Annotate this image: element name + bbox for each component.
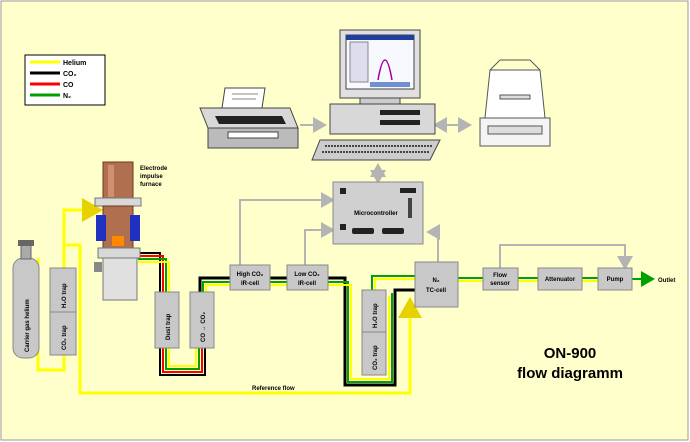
furnace-outlet-lines (138, 252, 206, 376)
diagram-title-line1: ON-900 (544, 345, 597, 362)
legend-label-co: CO (63, 82, 74, 89)
reference-flow-label: Reference flow (252, 386, 295, 392)
furnace-label-line1: Electrode (140, 166, 168, 172)
co2-trap-2-label: CO₂ trap (373, 345, 379, 370)
legend-label-co2: CO₂ (63, 71, 77, 78)
trap-column-1 (49, 267, 77, 356)
carrier-gas-label: Carrier gas helium (25, 299, 31, 352)
legend-label-n2: N₂ (63, 93, 71, 100)
microcontroller-board (332, 181, 424, 245)
trap-column-inlet (371, 275, 415, 290)
outlet-label: Outlet (658, 278, 675, 284)
h2o-trap-box (49, 267, 77, 313)
low-to-trap-lines (328, 276, 415, 387)
h2o-trap-label: H₂O trap (62, 283, 68, 308)
co2-trap-box (49, 311, 77, 356)
flow-feedback-line (499, 244, 633, 270)
legend-label-helium: Helium (63, 60, 86, 67)
co-co2-label: CO → CO₂ (201, 312, 207, 342)
co-co2-converter-box (189, 291, 215, 349)
high-co2-ir-cell (229, 264, 271, 291)
furnace-icon (94, 161, 142, 301)
low-co2-label-line2: IR-cell (298, 281, 316, 287)
furnace-label-line3: furnace (140, 182, 162, 188)
h2o-trap-2-label: H₂O trap (373, 303, 379, 328)
microcontroller-label: Microcontroller (354, 211, 398, 217)
attenuator-box (537, 267, 583, 291)
co2-trap-2-box (361, 331, 387, 376)
tc-cell-label-line2: TC-cell (426, 288, 446, 294)
legend: Helium CO₂ CO N₂ (24, 54, 106, 106)
pump-label: Pump (607, 277, 624, 283)
computer-icon (311, 29, 441, 161)
attenuator-label: Attenuator (545, 277, 576, 283)
co-co2-outlet-lines (198, 276, 230, 292)
balance-icon (479, 59, 551, 147)
tc-cell-label-line1: N₂ (433, 278, 440, 284)
high-to-low-lines (270, 276, 287, 286)
signal-lines (239, 117, 472, 265)
dust-trap-label: Dust trap (166, 313, 172, 340)
diagram-title-line2: flow diagramm (517, 365, 623, 382)
furnace-label-line2: impulse (140, 174, 163, 180)
low-co2-label-line1: Low CO₂ (294, 272, 320, 278)
flow-sensor-box (482, 267, 519, 291)
high-co2-label-line1: High CO₂ (237, 272, 264, 278)
printer-icon (199, 87, 299, 149)
high-co2-label-line2: IR-cell (241, 281, 259, 287)
pump-box (597, 267, 633, 291)
gas-bottle-icon (12, 240, 40, 359)
co2-trap-label: CO₂ trap (62, 325, 68, 350)
low-co2-ir-cell (286, 264, 329, 291)
dust-trap-box (154, 291, 180, 349)
outlet-chain-lines (458, 271, 655, 287)
n2-tc-cell (414, 261, 459, 308)
flow-sensor-label-line2: sensor (490, 281, 510, 287)
flow-sensor-label-line1: Flow (493, 273, 507, 279)
reference-flow-line (64, 243, 422, 395)
